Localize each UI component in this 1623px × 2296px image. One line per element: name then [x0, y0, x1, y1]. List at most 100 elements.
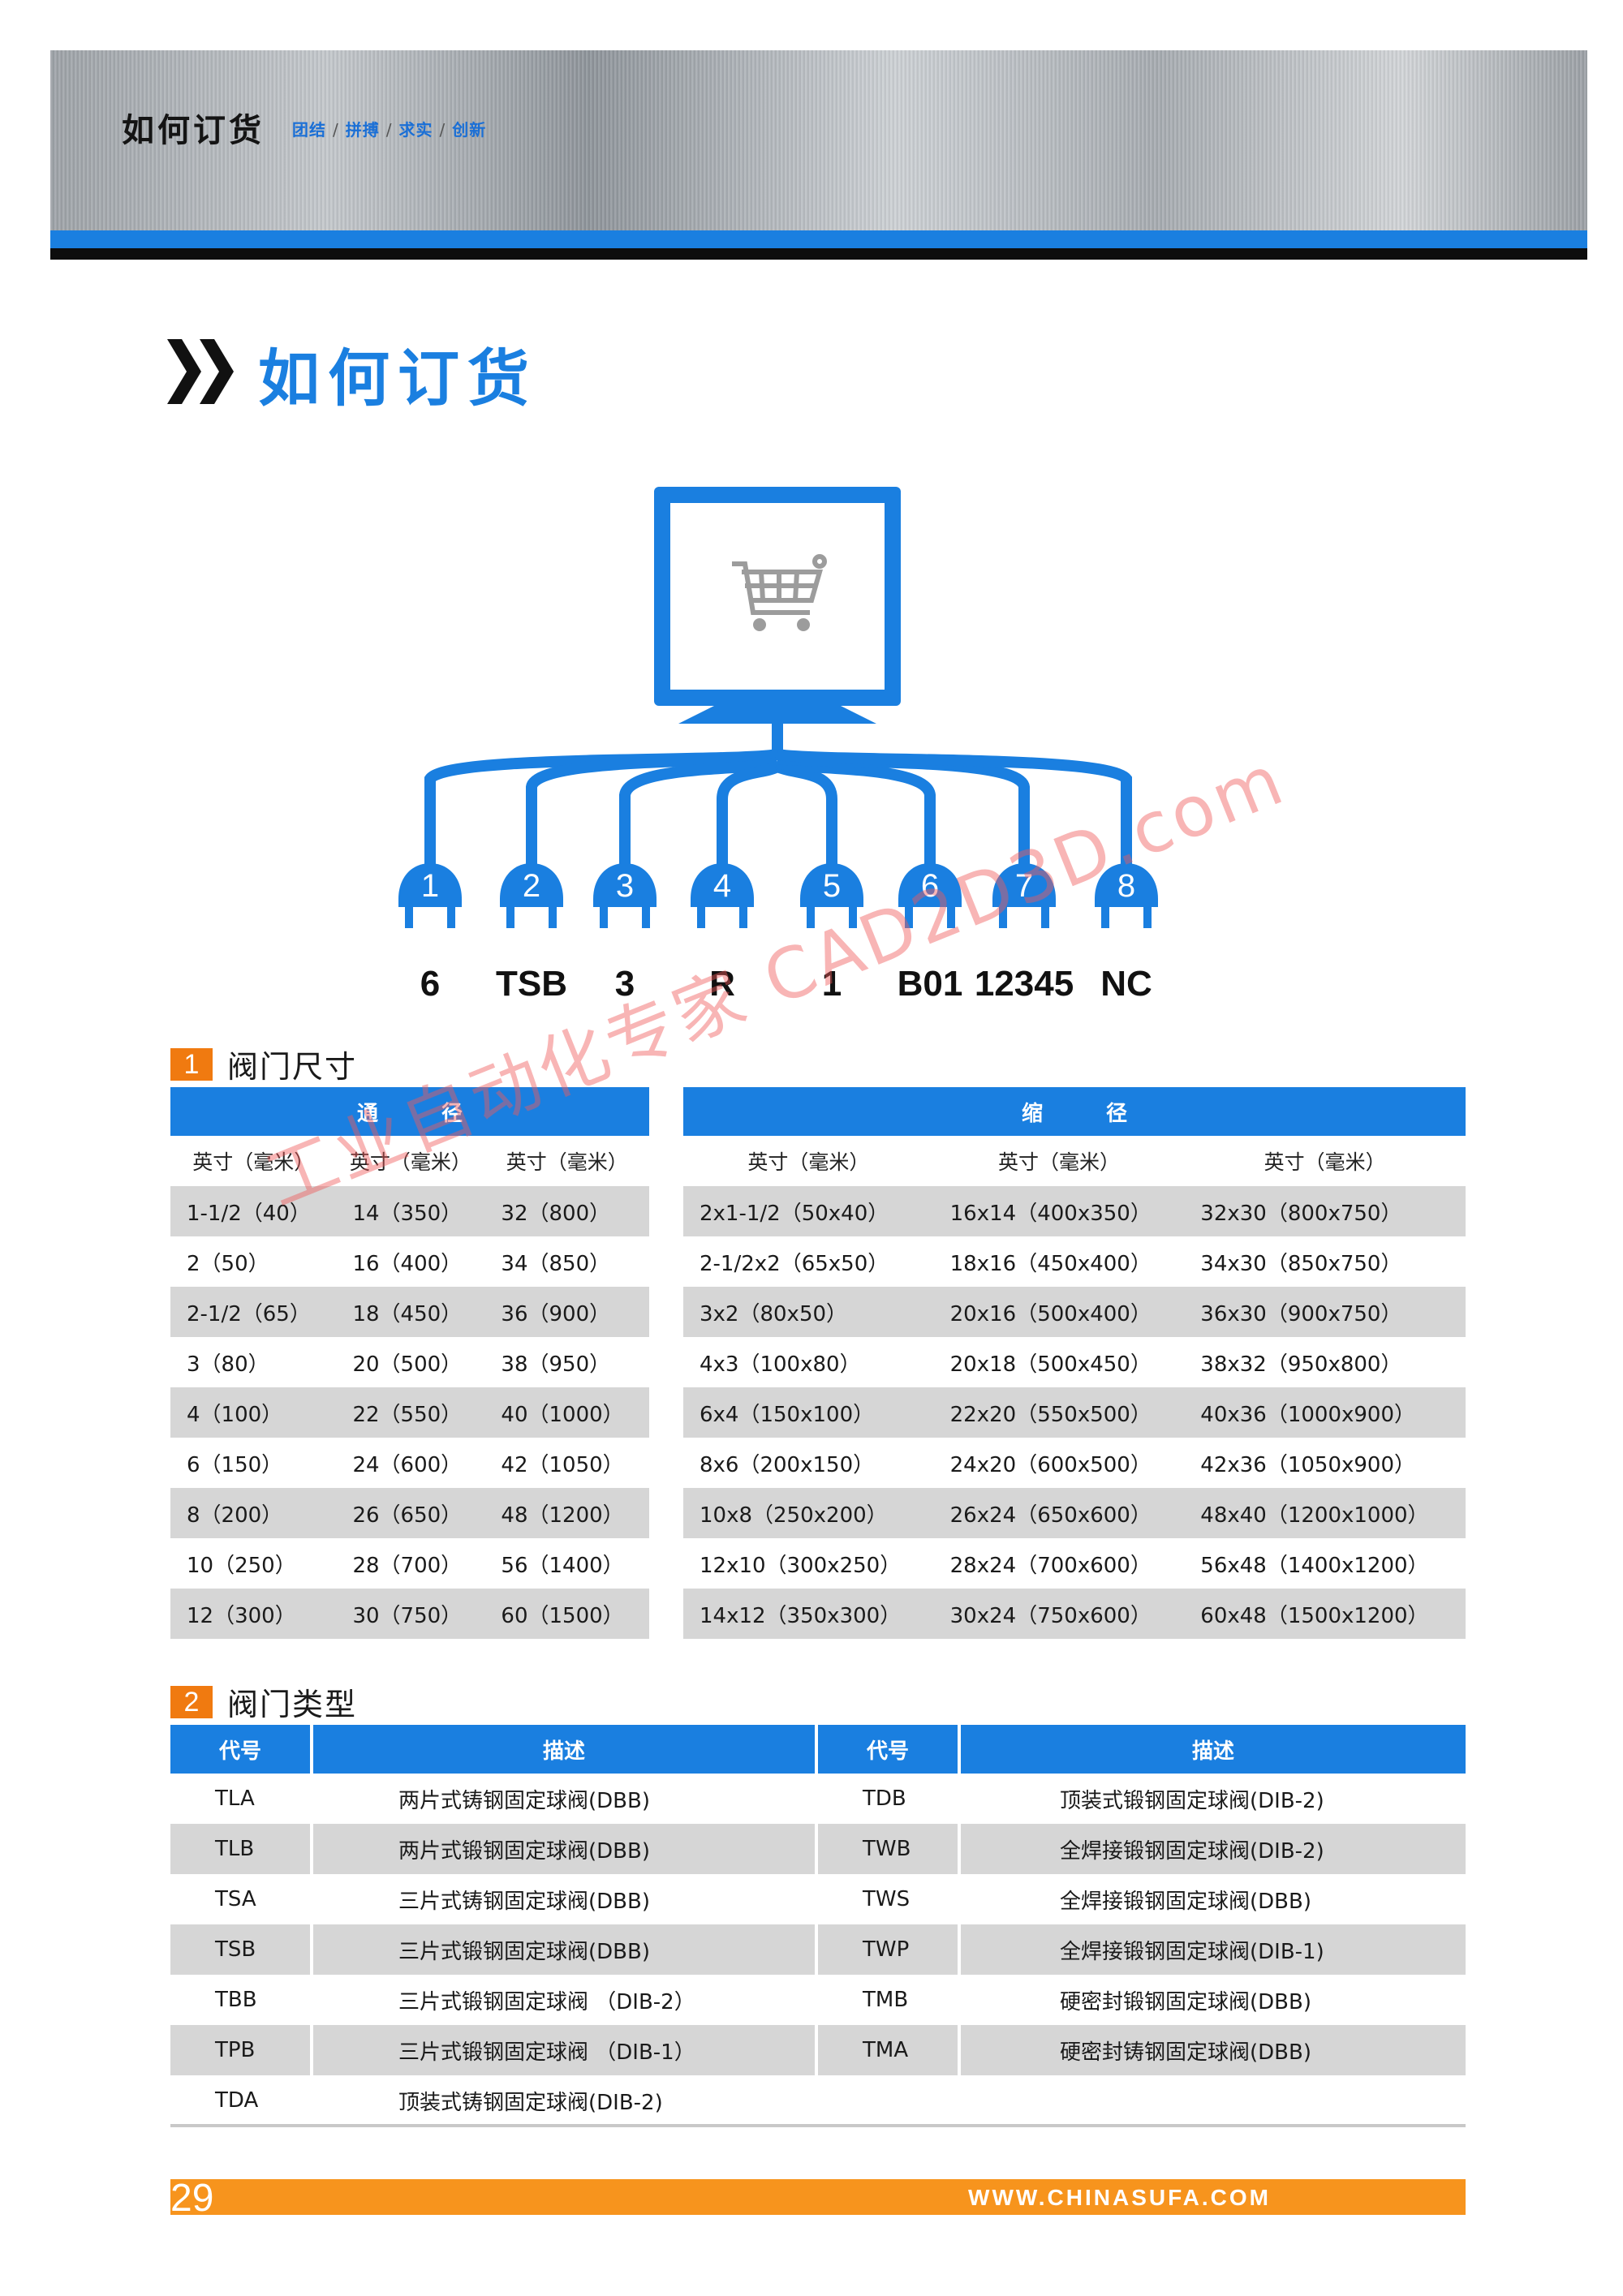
order-code-8: NC [1100, 964, 1152, 1004]
plug-8: 8 [1090, 860, 1163, 933]
table-cell: 16x14（400x350） [933, 1186, 1185, 1236]
table-cell: 20x18（500x450） [949, 1352, 1152, 1377]
table-row: 3x2（80x50）20x16（500x400）36x30（900x750） [683, 1287, 1466, 1337]
table-cell: 34（850） [501, 1251, 611, 1276]
slogan-separator: / [333, 120, 339, 140]
table-row: 14x12（350x300）30x24（750x600）60x48（1500x1… [683, 1589, 1466, 1639]
table-cell: 40x36（1000x900） [1184, 1387, 1466, 1438]
table-cell: 28（700） [352, 1553, 463, 1578]
table-cell: 24（600） [352, 1452, 463, 1477]
table-cell: 56x48（1400x1200） [1200, 1553, 1429, 1578]
table-row: 12x10（300x250）28x24（700x600）56x48（1400x1… [683, 1538, 1466, 1589]
table-cell: 42（1050） [501, 1452, 624, 1477]
order-code-5: 1 [821, 964, 842, 1004]
subheader-cell: 英寸（毫米） [192, 1150, 315, 1174]
table-row: 4x3（100x80）20x18（500x450）38x32（950x800） [683, 1337, 1466, 1387]
table-cell: 18x16（450x400） [949, 1251, 1152, 1276]
valve-code-cell [818, 2075, 961, 2126]
table-cell: 38x32（950x800） [1200, 1352, 1402, 1377]
table-cell: 3x2（80x50） [683, 1287, 934, 1337]
section-heading: 2 阀门类型 [170, 1679, 357, 1724]
valve-code-cell: TDA [170, 2075, 313, 2126]
slogan-separator: / [385, 120, 393, 140]
table-row: 6（150） 24（600） 42（1050） [170, 1438, 649, 1488]
table-cell: 28x24（700x600） [949, 1553, 1152, 1578]
valve-code-cell: TLB [170, 1824, 313, 1874]
table-cell: 22x20（550x500） [933, 1387, 1185, 1438]
table-cell: 32x30（800x750） [1184, 1186, 1466, 1236]
valve-code-cell: TMA [818, 2025, 961, 2075]
banner-blue-stripe [50, 230, 1587, 248]
table-row: 2-1/2（65）18（450）36（900） [170, 1287, 649, 1337]
valve-desc-cell: 顶装式铸钢固定球阀(DIB-2) [313, 2075, 818, 2126]
order-code-4: R [709, 964, 735, 1004]
table-cell: 6（150） [187, 1452, 283, 1477]
table-cell: 26（650） [336, 1488, 485, 1538]
table-cell: 12（300） [170, 1589, 337, 1639]
table-row: 10（250） 28（700） 56（1400） [170, 1538, 649, 1589]
plug-6: 6 [893, 860, 966, 933]
table-cell: 2x1-1/2（50x40） [683, 1186, 934, 1236]
table-cell: 10x8（250x200） [683, 1488, 934, 1538]
table-cell: 20x16（500x400） [933, 1287, 1185, 1337]
table-cell: 14x12（350x300） [683, 1589, 934, 1639]
subheader-cell: 英寸（毫米） [747, 1150, 870, 1174]
full-bore-table: 通 径 英寸（毫米）英寸（毫米）英寸（毫米）1-1/2（40）14（350）32… [170, 1087, 649, 1639]
plug-number: 8 [1117, 868, 1136, 904]
table-cell: 2-1/2x2（65x50） [700, 1251, 889, 1276]
section-number: 1 [170, 1047, 213, 1081]
order-code-1: 6 [420, 964, 441, 1004]
column-header: 描述 [313, 1725, 818, 1774]
valve-desc-cell: 三片式锻钢固定球阀 （DIB-2） [313, 1975, 818, 2025]
table-row: 2x1-1/2（50x40）16x14（400x350）32x30（800x75… [683, 1186, 1466, 1236]
valve-desc-cell: 三片式锻钢固定球阀(DBB) [313, 1924, 818, 1975]
table-cell: 6x4（150x100） [683, 1387, 934, 1438]
table-cell: 8（200） [170, 1488, 337, 1538]
table-row: 2（50）16（400）34（850） [170, 1236, 649, 1287]
banner-title: 如何订货 [122, 112, 265, 149]
table-cell: 36x30（900x750） [1184, 1287, 1466, 1337]
table-cell: 24x20（600x500） [949, 1452, 1152, 1477]
cable-tree [424, 724, 1132, 901]
valve-desc-cell: 三片式锻钢固定球阀 （DIB-1） [313, 2025, 818, 2075]
slogan-word: 创新 [452, 120, 487, 140]
table-cell: 8x6（200x150） [700, 1452, 875, 1477]
plug-number: 7 [1014, 868, 1034, 904]
table-row: 8x6（200x150） 24x20（600x500） 42x36（1050x900… [683, 1438, 1466, 1488]
table-cell: 4（100） [170, 1387, 337, 1438]
table-cell: 10（250） [187, 1553, 296, 1578]
plug-7: 7 [988, 860, 1061, 933]
valve-desc-cell [961, 2075, 1466, 2126]
table-row: 4（100）22（550）40（1000） [170, 1387, 649, 1438]
table-cell: 48（1200） [484, 1488, 649, 1538]
slogan-word: 团结 [292, 120, 326, 140]
section-title: 阀门尺寸 [227, 1049, 358, 1085]
plug-3: 3 [588, 860, 661, 933]
plug-number: 4 [712, 868, 732, 904]
double-chevron-icon [167, 339, 234, 404]
table-cell: 42x36（1050x900） [1200, 1452, 1416, 1477]
table-row: 8（200）26（650）48（1200） [170, 1488, 649, 1538]
shopping-cart-icon [732, 554, 827, 615]
plug-number: 3 [615, 868, 635, 904]
monitor-stand [678, 706, 876, 724]
plug-number: 2 [522, 868, 541, 904]
valve-code-cell: TDB [818, 1774, 961, 1824]
banner-slogan: 团结/拼搏/求实/创新 [292, 117, 486, 140]
plug-number: 5 [822, 868, 842, 904]
table-cell: 1-1/2（40） [170, 1186, 337, 1236]
valve-code-cell: TPB [170, 2025, 313, 2075]
table-cell: 56（1400） [501, 1553, 624, 1578]
table-cell: 32（800） [484, 1186, 649, 1236]
table-cell: 30（750） [336, 1589, 485, 1639]
section-number: 2 [170, 1685, 213, 1718]
order-code-diagram [424, 487, 1132, 901]
valve-code-cell: TLA [170, 1774, 313, 1824]
valve-code-cell: TWB [818, 1824, 961, 1874]
table-row: 6x4（150x100）22x20（550x500）40x36（1000x900… [683, 1387, 1466, 1438]
valve-code-cell: TSB [170, 1924, 313, 1975]
